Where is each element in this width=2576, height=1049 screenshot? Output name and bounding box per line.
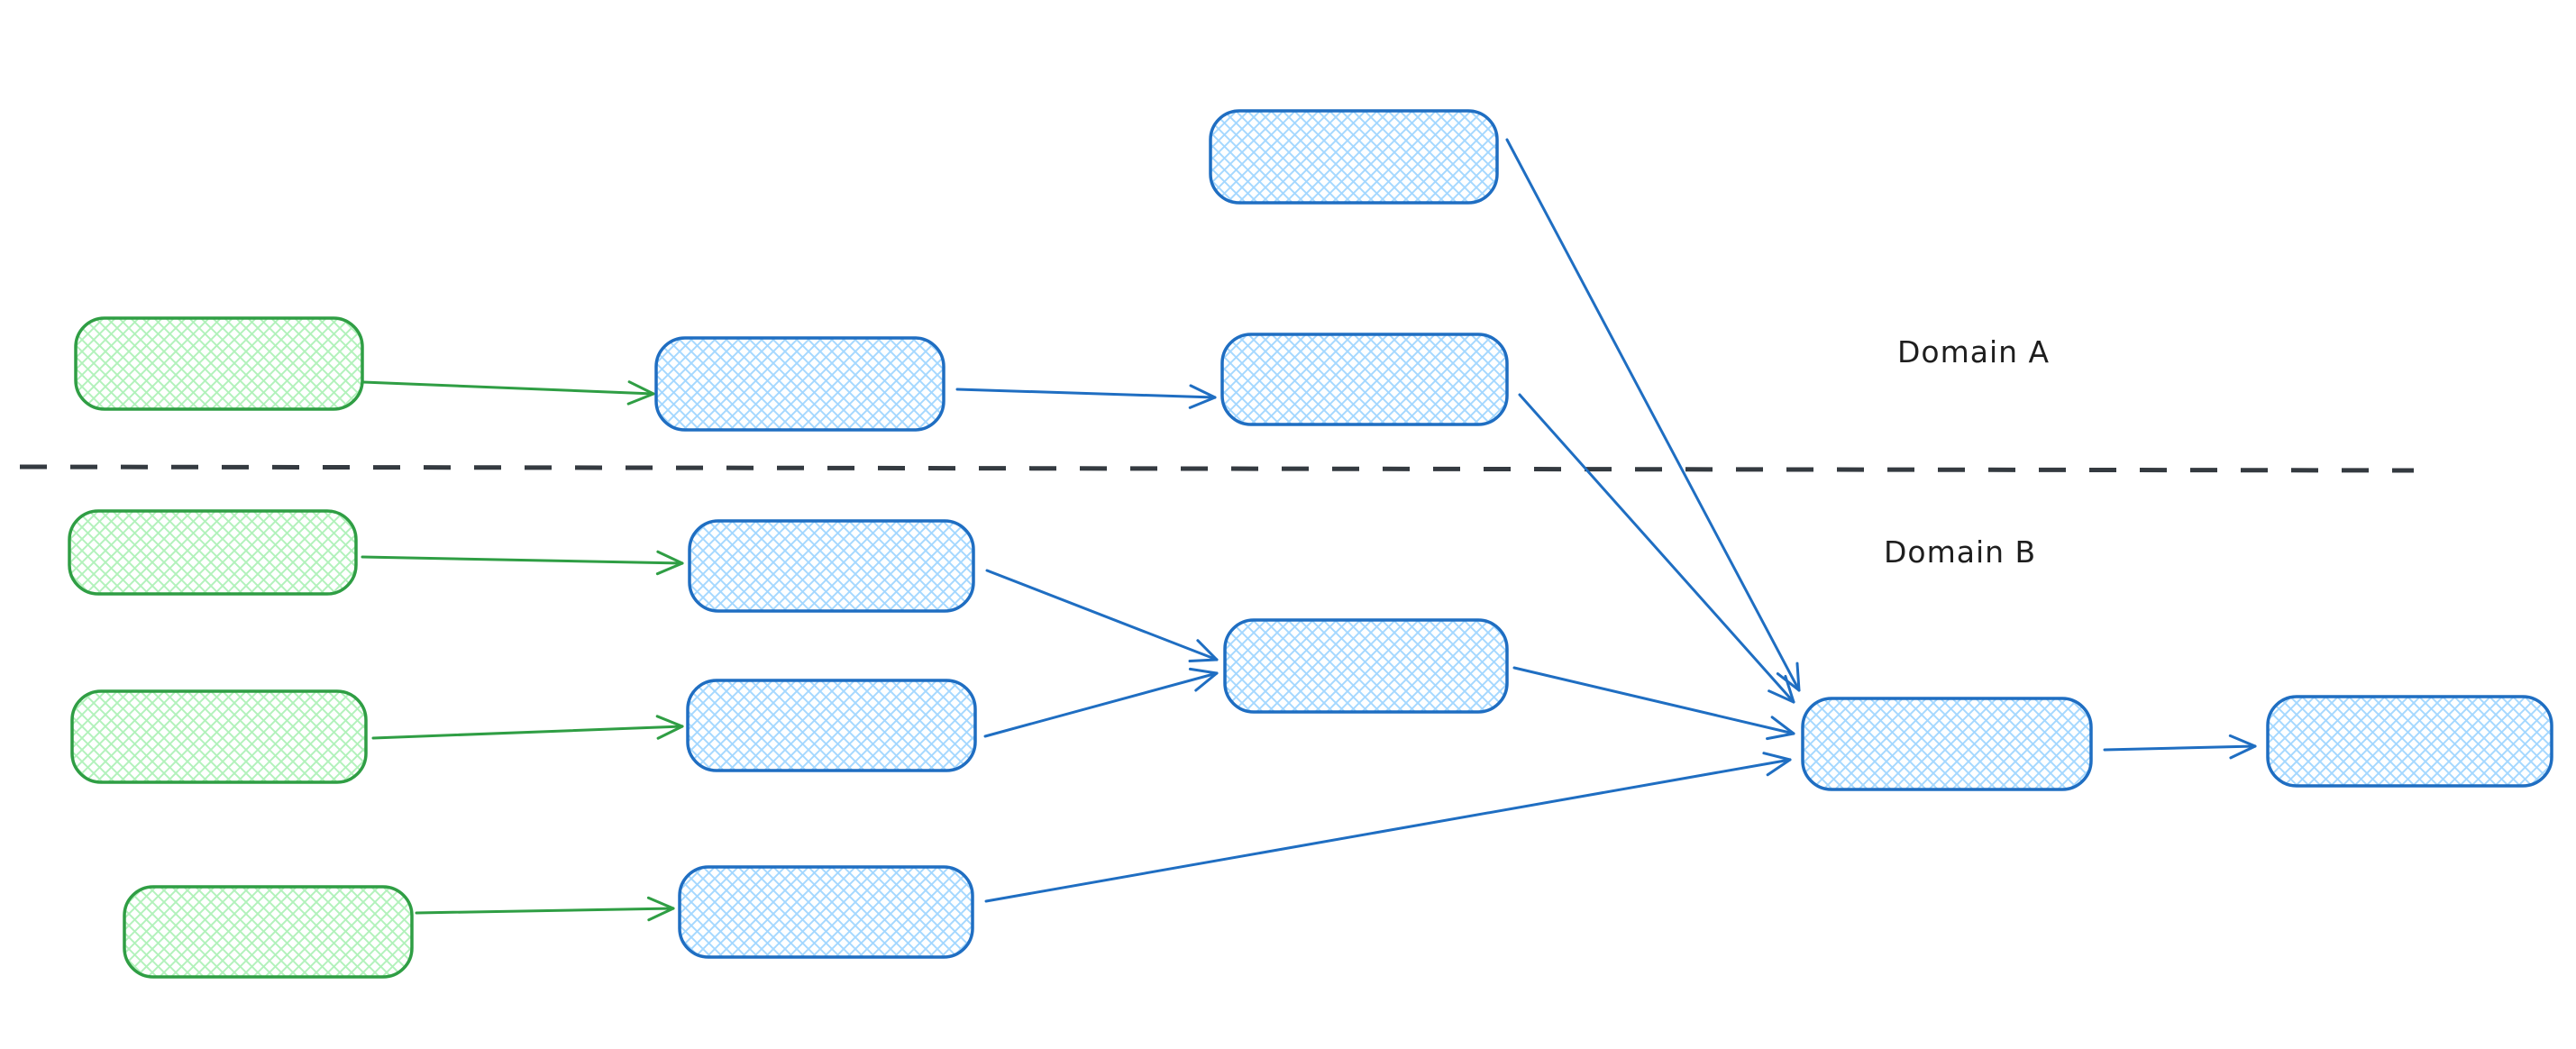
edge-join-to-aggregator [1512, 666, 1795, 741]
node-domain-a-step-1 [654, 336, 945, 432]
node-domain-b-step-2 [686, 679, 977, 772]
node-domain-b-source-2 [70, 689, 368, 784]
edge-domain-a-step-1-to-step-2 [955, 384, 1217, 409]
edge-domain-b-step-2-to-join [983, 667, 1219, 738]
node-domain-b-step-1 [688, 519, 975, 613]
edge-external-to-aggregator [1505, 138, 1801, 692]
edge-domain-a-step-2-to-aggregator [1518, 393, 1795, 704]
edge-domain-a-source-to-step-1 [361, 380, 655, 406]
node-domain-a-source [74, 316, 364, 411]
domain-a-label: Domain A [1897, 334, 2050, 369]
node-external-input [1209, 109, 1499, 205]
node-domain-a-step-2 [1220, 333, 1509, 426]
edge-domain-b-source-1-to-step-1 [361, 550, 684, 576]
domain-b-label: Domain B [1884, 534, 2036, 570]
node-domain-b-source-3 [123, 885, 414, 979]
node-output [2266, 695, 2553, 788]
domain-separator-line [19, 464, 2415, 473]
edge-domain-b-step-1-to-join [985, 569, 1219, 662]
edge-aggregator-to-output [2103, 734, 2257, 760]
edge-domain-b-step-3-to-aggregator [984, 752, 1792, 903]
node-aggregator [1801, 697, 2093, 791]
node-domain-b-source-1 [68, 509, 358, 596]
node-domain-b-join [1223, 618, 1509, 714]
edge-domain-b-source-2-to-step-2 [371, 715, 684, 740]
edge-domain-b-source-3-to-step-3 [415, 896, 675, 922]
node-domain-b-step-3 [678, 865, 974, 959]
